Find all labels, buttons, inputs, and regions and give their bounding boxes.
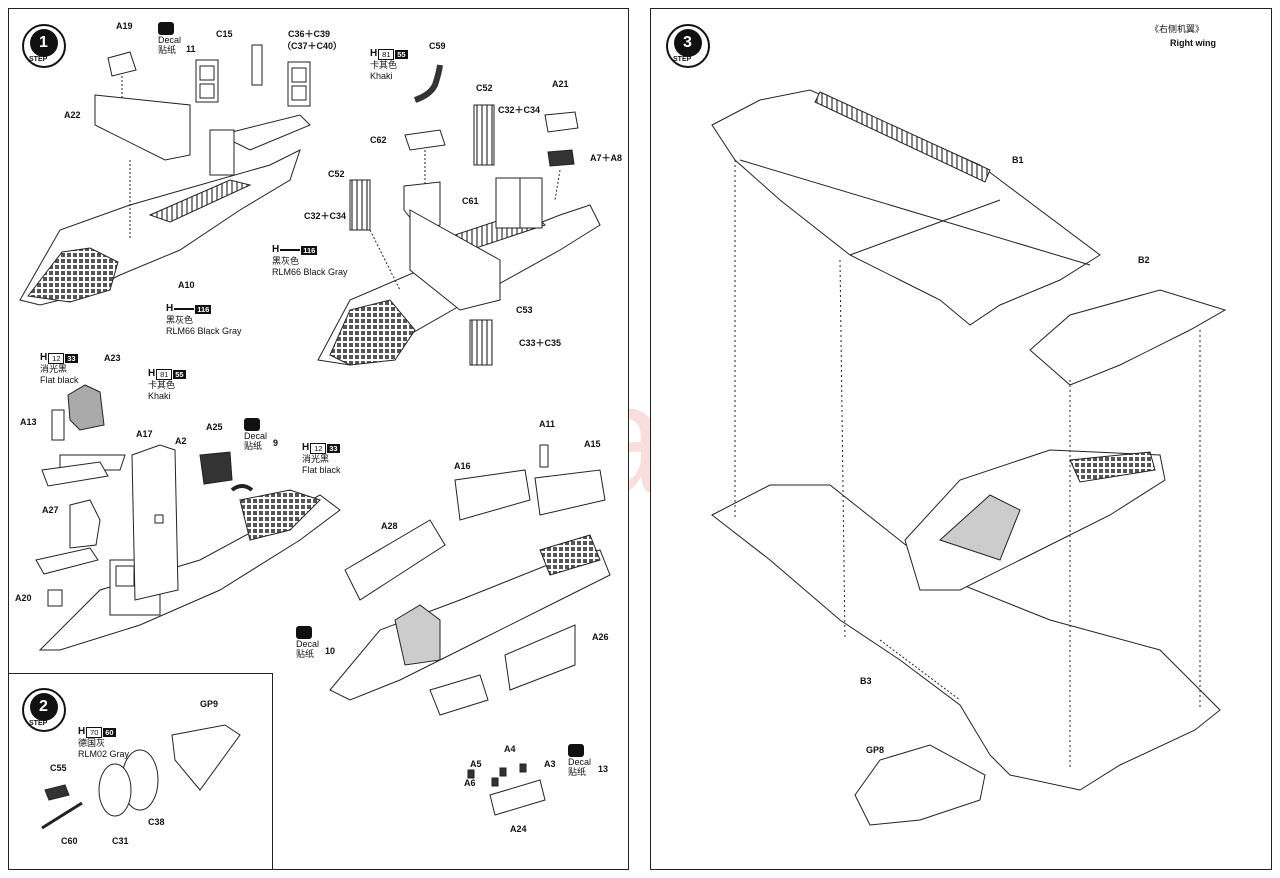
decal-cn: 贴纸 bbox=[568, 767, 587, 778]
part-label-b3: B3 bbox=[860, 676, 872, 686]
decal-cn: 贴纸 bbox=[158, 45, 177, 56]
part-label-c32-c34-top: C32＋C34 bbox=[498, 105, 541, 115]
part-label-a7-a8: A7＋A8 bbox=[590, 153, 623, 163]
decal-note-13: 13 Decal 贴纸 bbox=[568, 744, 608, 778]
part-label-c38: C38 bbox=[148, 817, 165, 827]
part-label-a6: A6 bbox=[464, 778, 476, 788]
decal-icon bbox=[568, 744, 584, 757]
decal-word: Decal bbox=[296, 639, 320, 649]
decal-note-11: 11 Decal 贴纸 bbox=[158, 22, 196, 56]
decal-note-9: 9 Decal 贴纸 bbox=[244, 418, 278, 452]
part-label-c59: C59 bbox=[429, 41, 446, 51]
part-label-a3: A3 bbox=[544, 759, 556, 769]
part-label-a5: A5 bbox=[470, 759, 482, 769]
propeller-spinner bbox=[41, 724, 241, 830]
decal-word: Decal bbox=[244, 431, 268, 441]
part-label-c32-c34-mid: C32＋C34 bbox=[304, 211, 347, 221]
part-label-a23: A23 bbox=[104, 353, 121, 363]
part-label-c31: C31 bbox=[112, 836, 129, 846]
step-3-number: 3 bbox=[683, 34, 692, 51]
cockpit-floor-a10 bbox=[19, 44, 311, 306]
step-3-word: STEP bbox=[673, 56, 692, 63]
step-1-number: 1 bbox=[39, 34, 48, 51]
part-label-a26: A26 bbox=[592, 632, 609, 642]
part-label-a22: A22 bbox=[64, 110, 81, 120]
part-label-a20: A20 bbox=[15, 593, 32, 603]
part-label-a4: A4 bbox=[504, 744, 516, 754]
part-label-c36-c39: C36＋C39 bbox=[288, 29, 331, 39]
decal-word: Decal bbox=[158, 35, 182, 45]
cockpit-floor-assembled bbox=[317, 64, 601, 366]
part-label-b1: B1 bbox=[1012, 155, 1024, 165]
part-label-c52-mid: C52 bbox=[328, 169, 345, 179]
part-label-gp8: GP8 bbox=[866, 745, 885, 755]
decal-word: Decal bbox=[568, 757, 592, 767]
step-3-badge bbox=[666, 24, 710, 68]
part-label-c52-top: C52 bbox=[476, 83, 493, 93]
decal-icon bbox=[244, 418, 260, 431]
decal-icon bbox=[158, 22, 174, 35]
part-label-c55: C55 bbox=[50, 763, 67, 773]
wing-lower-b3 bbox=[711, 449, 1221, 826]
decal-number: 10 bbox=[325, 646, 336, 656]
decal-cn: 贴纸 bbox=[244, 441, 263, 452]
part-label-c61: C61 bbox=[462, 196, 479, 206]
part-label-a15: A15 bbox=[584, 439, 601, 449]
part-label-a17: A17 bbox=[136, 429, 153, 439]
part-label-a13: A13 bbox=[20, 417, 37, 427]
part-label-a2: A2 bbox=[175, 436, 187, 446]
step-2-word: STEP bbox=[29, 720, 48, 727]
part-label-c37-c40: （C37＋C40） bbox=[282, 41, 343, 51]
cockpit-floor-seat bbox=[35, 384, 341, 651]
part-label-a27: A27 bbox=[42, 505, 59, 515]
part-label-c15: C15 bbox=[216, 29, 233, 39]
decal-number: 13 bbox=[598, 764, 609, 774]
part-label-c33-c35: C33＋C35 bbox=[519, 338, 562, 348]
decal-icon bbox=[296, 626, 312, 639]
decal-number: 11 bbox=[186, 44, 196, 54]
wing-upper-b1 bbox=[711, 89, 1101, 326]
right-wing-title-en: Right wing bbox=[1170, 38, 1216, 48]
step-1-word: STEP bbox=[29, 56, 48, 63]
part-label-c60: C60 bbox=[61, 836, 78, 846]
part-label-b2: B2 bbox=[1138, 255, 1150, 265]
step-2-number: 2 bbox=[39, 698, 48, 715]
part-label-a11: A11 bbox=[539, 419, 556, 429]
decal-cn: 贴纸 bbox=[296, 649, 315, 660]
step-2-badge bbox=[22, 688, 66, 732]
part-label-a25: A25 bbox=[206, 422, 223, 432]
decal-note-10: 10 Decal 贴纸 bbox=[296, 626, 335, 660]
part-label-a28: A28 bbox=[381, 521, 398, 531]
decal-number: 9 bbox=[273, 438, 279, 448]
wing-flap-b2 bbox=[1029, 289, 1227, 386]
part-label-a10: A10 bbox=[178, 280, 195, 290]
part-label-c62: C62 bbox=[370, 135, 387, 145]
part-label-gp9: GP9 bbox=[200, 699, 219, 709]
right-wing-title-cn: 《右侧机翼》 bbox=[1150, 24, 1205, 34]
step-1-badge bbox=[22, 24, 66, 68]
part-label-a21: A21 bbox=[552, 79, 569, 89]
part-label-a19: A19 bbox=[116, 21, 133, 31]
part-label-a16: A16 bbox=[454, 461, 471, 471]
part-label-c53: C53 bbox=[516, 305, 533, 315]
part-label-a24: A24 bbox=[510, 824, 527, 834]
cockpit-sidewalls bbox=[329, 444, 611, 816]
